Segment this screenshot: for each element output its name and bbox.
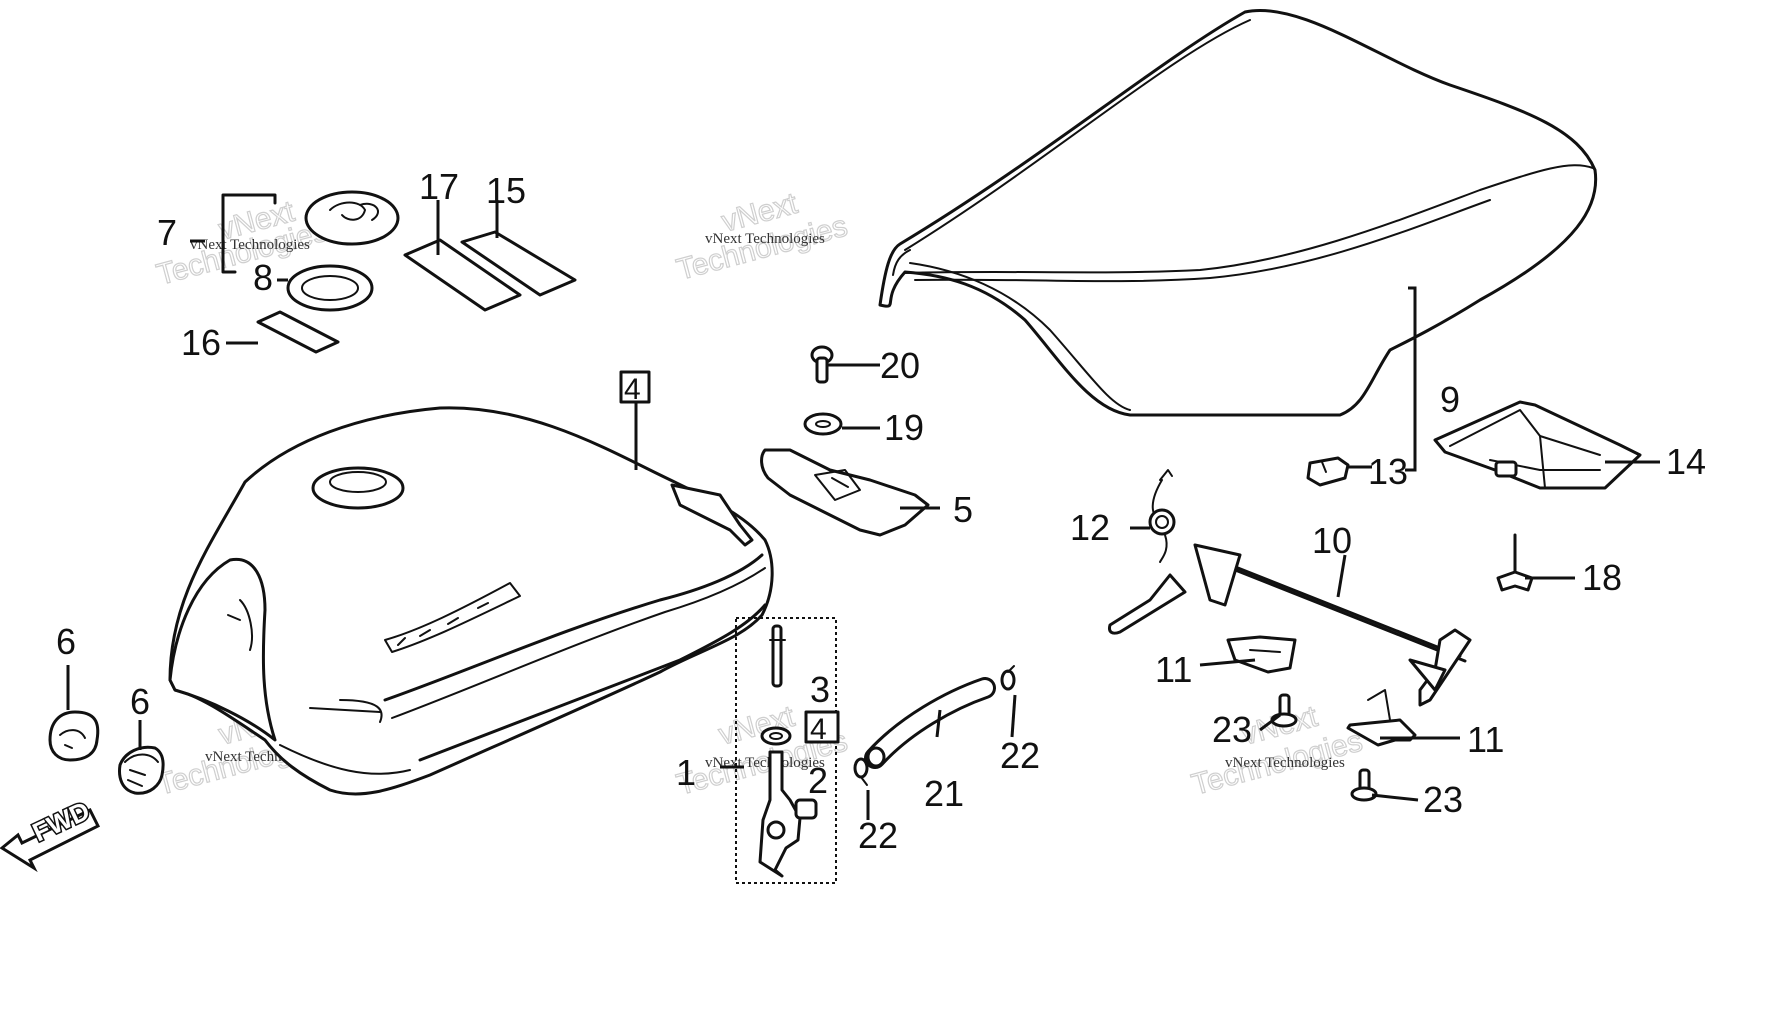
washer-icon xyxy=(803,412,843,436)
watermark-small: vNext Technologies xyxy=(705,231,825,247)
callout-15: 15 xyxy=(486,170,526,211)
watermark-small: vNext Technologies xyxy=(1225,755,1345,771)
callout-3: 3 xyxy=(810,669,830,710)
bolt-icon xyxy=(1496,533,1534,592)
callout-2: 2 xyxy=(808,760,828,801)
clip-icon xyxy=(1000,665,1016,691)
bracket-icon xyxy=(760,448,930,537)
fuel-tank-icon xyxy=(168,406,774,796)
callout-7: 7 xyxy=(157,212,177,253)
bracket-icon xyxy=(1226,635,1297,674)
callout-19: 19 xyxy=(884,407,924,448)
callout-10: 10 xyxy=(1312,520,1352,561)
callout-11b: 11 xyxy=(1467,719,1504,760)
callout-22a: 22 xyxy=(1000,735,1040,776)
fwd-arrow-icon: FWD xyxy=(0,794,101,873)
callout-18: 18 xyxy=(1582,557,1622,598)
watermark-2: vNext Technologies vNext Technologies xyxy=(673,186,852,287)
callout-13: 13 xyxy=(1368,451,1408,492)
boxed-callout-label-4a: 4 xyxy=(624,373,641,406)
callout-23b: 23 xyxy=(1423,779,1463,820)
callout-labels: 1 2 3 5 6 6 7 8 9 10 11 11 12 13 14 15 1… xyxy=(56,166,1706,856)
emblem-icon xyxy=(304,190,400,246)
seat-lock-icon xyxy=(1306,456,1350,487)
callout-17: 17 xyxy=(419,166,459,207)
callout-9: 9 xyxy=(1440,379,1460,420)
callout-14: 14 xyxy=(1666,441,1706,482)
bolt-icon xyxy=(1350,768,1378,802)
callout-23a: 23 xyxy=(1212,709,1252,750)
callout-6b: 6 xyxy=(130,681,150,722)
seat-lock-icon xyxy=(1108,543,1472,707)
leader-lines xyxy=(66,200,1660,820)
callout-12: 12 xyxy=(1070,507,1110,548)
bracket-line-7 xyxy=(221,193,277,274)
cap-icon xyxy=(48,710,100,762)
boxed-callout-4b xyxy=(804,710,840,744)
bolt-icon xyxy=(810,345,834,384)
callout-6a: 6 xyxy=(56,621,76,662)
callout-20: 20 xyxy=(880,345,920,386)
callout-1: 1 xyxy=(676,752,696,793)
sticker-icon xyxy=(256,230,577,354)
callout-8: 8 xyxy=(253,257,273,298)
callout-5: 5 xyxy=(953,489,973,530)
watermark-small: vNext Technologies xyxy=(190,237,310,253)
boxed-callout-4a xyxy=(619,370,651,404)
callout-11a: 11 xyxy=(1155,649,1192,690)
clip-icon xyxy=(853,757,869,786)
callout-22b: 22 xyxy=(858,815,898,856)
boxed-callout-label-4b: 4 xyxy=(810,713,827,746)
fuel-cock-group-box xyxy=(735,617,837,884)
washer-icon xyxy=(286,264,374,312)
fuel-cock-icon xyxy=(735,617,837,884)
cap-icon xyxy=(118,745,165,795)
fuel-hose-icon xyxy=(864,677,996,769)
callout-21: 21 xyxy=(924,773,964,814)
seat-icon xyxy=(878,9,1598,417)
callout-16: 16 xyxy=(181,322,221,363)
spring-icon xyxy=(1148,469,1176,563)
tray-icon xyxy=(1433,400,1642,490)
